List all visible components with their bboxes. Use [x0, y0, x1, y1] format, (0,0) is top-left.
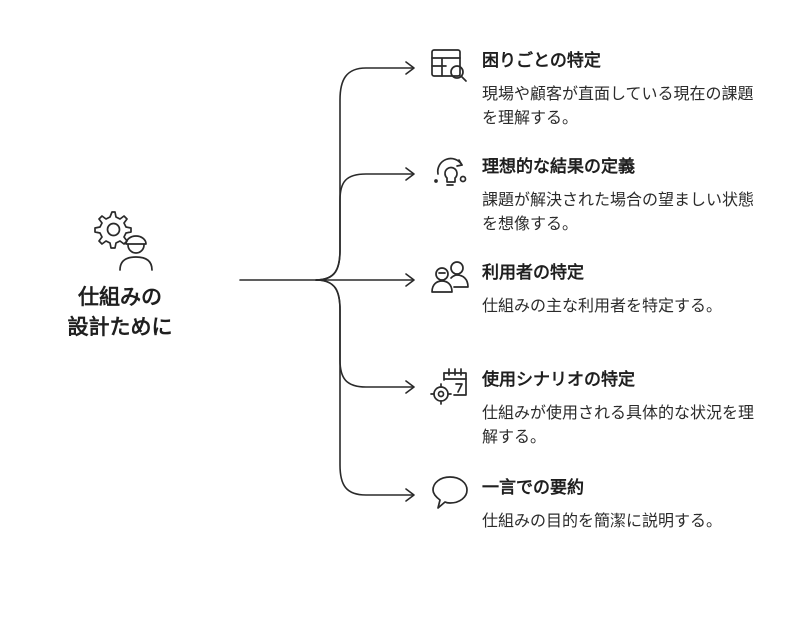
- arrowhead-4: [405, 380, 415, 394]
- gear-person-icon: [92, 208, 156, 276]
- branch-description: 課題が解決された場合の望ましい状態を想像する。: [482, 190, 755, 233]
- branch-description: 仕組みの主な利用者を特定する。: [482, 296, 723, 315]
- center-title-line-1: 仕組みの: [78, 285, 162, 309]
- users-icon: [430, 258, 470, 302]
- branch-description: 仕組みの目的を簡潔に説明する。: [482, 511, 723, 530]
- lightbulb-refresh-icon: [430, 152, 470, 196]
- calendar-gear-icon: [430, 365, 470, 409]
- branch-title: 利用者の特定: [482, 263, 584, 283]
- arrowhead-3: [405, 273, 415, 287]
- branch-title: 一言での要約: [482, 478, 584, 498]
- connector-branch-4: [315, 279, 413, 388]
- branch-description: 仕組みが使用される具体的な状況を理解する。: [482, 403, 755, 446]
- speech-bubble-icon: [430, 473, 470, 517]
- center-title: 仕組みの 設計ために: [40, 282, 200, 342]
- branch-title: 困りごとの特定: [482, 51, 601, 71]
- branch-title: 理想的な結果の定義: [482, 157, 635, 177]
- center-title-line-2: 設計ために: [67, 315, 173, 339]
- table-search-icon: [430, 46, 470, 90]
- connector-branch-5: [315, 279, 413, 496]
- branch-title: 使用シナリオの特定: [482, 370, 635, 390]
- arrowhead-1: [405, 61, 415, 75]
- arrowhead-2: [405, 167, 415, 181]
- branch-description: 現場や顧客が直面している現在の課題を理解する。: [482, 84, 754, 127]
- connector-branch-2: [315, 173, 413, 281]
- arrowhead-5: [405, 488, 415, 502]
